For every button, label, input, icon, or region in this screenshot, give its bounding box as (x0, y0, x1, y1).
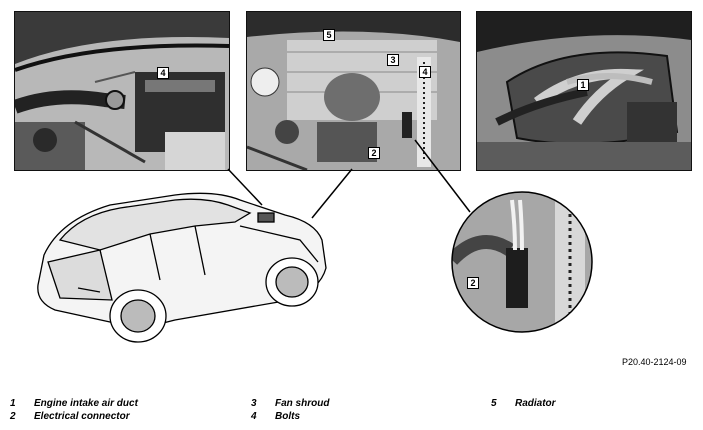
engine-photo-right-image (477, 12, 691, 170)
engine-photo-middle (246, 11, 461, 171)
callout-left-4: 4 (157, 67, 169, 79)
legend-label-1: Engine intake air duct (34, 398, 138, 409)
legend-item-2: 2 Electrical connector (10, 411, 130, 422)
callout-mid-4: 4 (419, 66, 431, 78)
legend-item-1: 1 Engine intake air duct (10, 398, 138, 409)
callout-mid-3: 3 (387, 54, 399, 66)
callout-mid-2: 2 (368, 147, 380, 159)
engine-photo-left (14, 11, 230, 171)
connector-detail-zoom (451, 191, 593, 333)
legend-label-2: Electrical connector (34, 411, 130, 422)
legend-num-3: 3 (251, 398, 257, 409)
engine-photo-middle-image (247, 12, 460, 170)
engine-photo-left-image (15, 12, 229, 170)
legend-item-5: 5 Radiator (491, 398, 556, 409)
legend-label-3: Fan shroud (275, 398, 330, 409)
leader-line-detail (414, 139, 471, 213)
leader-line-left-photo (227, 168, 263, 206)
callout-right-1: 1 (577, 79, 589, 91)
legend-num-5: 5 (491, 398, 497, 409)
leader-line-middle-photo (311, 168, 353, 219)
figure-code: P20.40-2124-09 (622, 357, 687, 367)
legend-label-5: Radiator (515, 398, 556, 409)
legend-item-4: 4 Bolts (251, 411, 300, 422)
legend-label-4: Bolts (275, 411, 300, 422)
legend-num-2: 2 (10, 411, 16, 422)
legend-num-4: 4 (251, 411, 257, 422)
car-body (37, 192, 327, 343)
callout-mid-5: 5 (323, 29, 335, 41)
legend-num-1: 1 (10, 398, 16, 409)
engine-photo-right (476, 11, 692, 171)
legend-item-3: 3 Fan shroud (251, 398, 329, 409)
callout-detail-2: 2 (467, 277, 479, 289)
